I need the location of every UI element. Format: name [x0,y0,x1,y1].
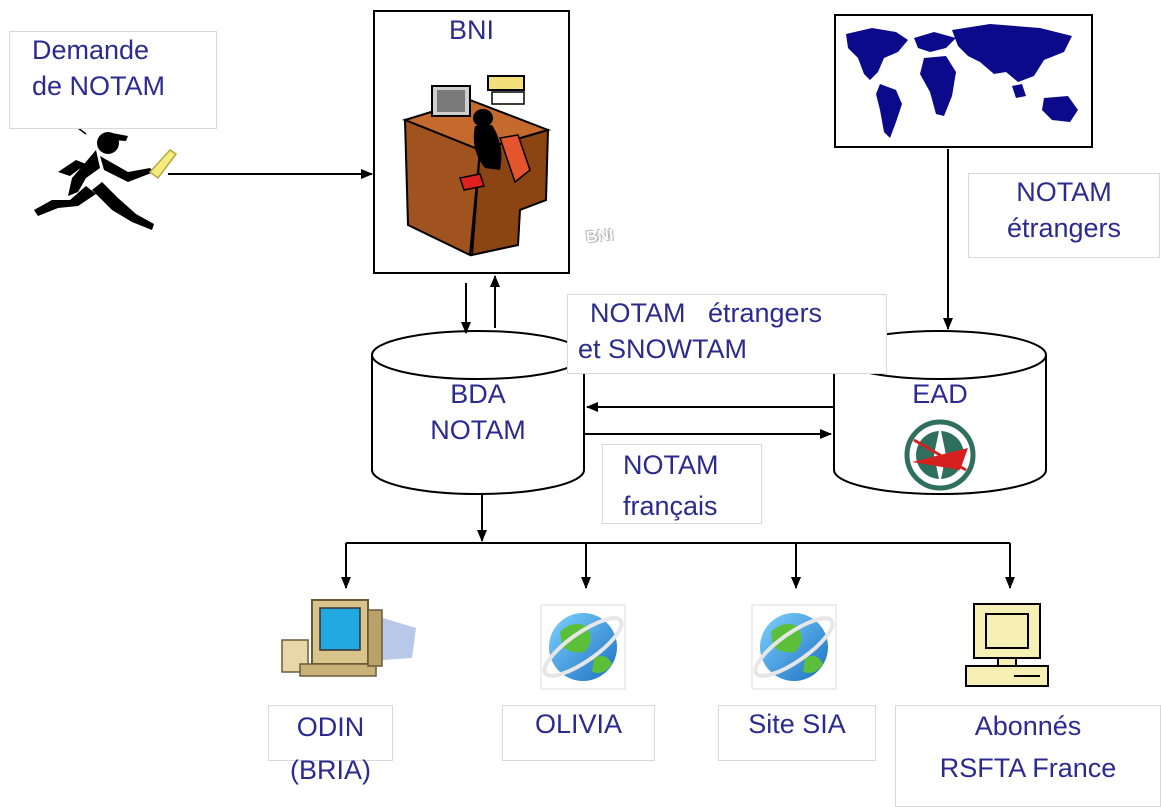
notam-etrangers-line1: NOTAM [1016,177,1112,207]
notam-francais-line1: NOTAM [623,450,719,480]
odin-line2: (BRIA) [290,755,371,786]
bni-title: BNI [448,15,494,45]
compass-logo-icon [904,419,976,491]
office-desk-icon [401,75,552,257]
bni-sublabel: BNI [585,226,615,247]
demande-notam-label: Demande de NOTAM [9,31,217,129]
bda-notam-database [371,330,585,495]
running-person-icon [34,116,178,230]
notam-snowtam-label: NOTAM étrangers et SNOWTAM [567,294,887,374]
notam-francais-line2: français [623,490,718,521]
abonnes-line1: Abonnés [974,711,1082,741]
bda-line1: BDA [450,379,506,409]
bda-line2: NOTAM [430,415,526,446]
bda-notam-label: BDA NOTAM [372,376,584,449]
notam-snowtam-line1: NOTAM étrangers [590,298,823,328]
notam-etrangers-label: NOTAM étrangers [968,173,1160,258]
demande-line1: Demande [32,35,150,65]
olivia-label: OLIVIA [502,705,655,761]
connector-arrows [168,149,1015,589]
globe-icon [751,604,837,690]
globe-icon [540,604,626,690]
world-map-icon [846,24,1078,138]
notam-etrangers-line2: étrangers [1006,213,1122,244]
notam-francais-label: NOTAM français [602,444,762,524]
notam-snowtam-line2: et SNOWTAM [578,334,748,365]
abonnes-label: Abonnés RSFTA France [895,705,1161,807]
desktop-computer-icon [281,599,416,677]
demande-line2: de NOTAM [32,71,166,102]
computer-terminal-icon [965,603,1049,687]
odin-label: ODIN (BRIA) [268,705,393,785]
site-sia-label: Site SIA [718,705,876,761]
ead-label: EAD [912,379,968,409]
odin-line1: ODIN [296,712,365,742]
abonnes-line2: RSFTA France [939,752,1117,783]
